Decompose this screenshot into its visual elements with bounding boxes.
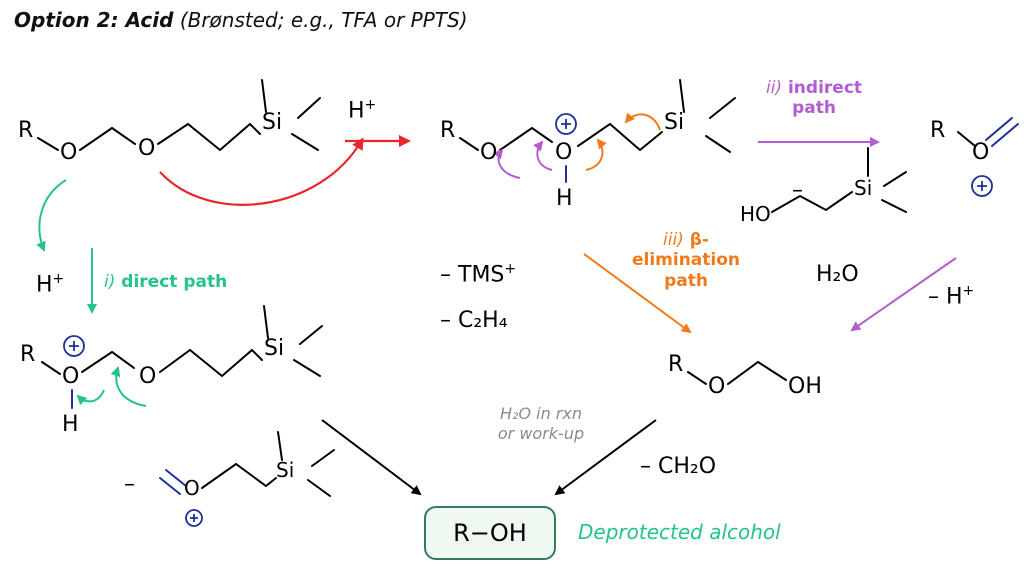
- arrow-beta-elimination: [583, 253, 692, 334]
- reagent-c2h4-dash: –: [440, 308, 451, 333]
- curly-arrow-green-2: [110, 366, 147, 407]
- arrow-protonation: [159, 137, 364, 206]
- reagent-minus-c2h4: – C₂H₄: [440, 310, 508, 332]
- reagent-water: H₂O: [816, 262, 859, 287]
- arrow-hemiacetal-to-product: [554, 419, 657, 496]
- curly-arrow-orange-1: [585, 138, 607, 171]
- atom-si-direct: Si: [264, 336, 285, 361]
- label-water-note-line-2: or work-up: [497, 424, 585, 443]
- label-direct-path: i) direct path: [104, 274, 227, 291]
- reagent-h: H: [348, 98, 365, 124]
- header-title: Option 2: Acid: [14, 8, 174, 32]
- reagent-minus-h-plus: – H+: [928, 284, 974, 308]
- double-bond-oxocarbenium-bottom: [159, 469, 187, 495]
- reagent-c2h4: C₂H₄: [458, 308, 508, 333]
- label-beta-path-word: path: [664, 270, 708, 291]
- label-indirect-path-word: path: [792, 98, 836, 119]
- minus-oxocarbenium-bottom: –: [124, 472, 135, 497]
- label-water-note: H₂O in rxn or work-up: [476, 404, 606, 444]
- curly-arrow-green-1: [76, 389, 105, 406]
- reagent-minus-ch2o: – CH₂O: [640, 454, 717, 479]
- reagent-minus-h-plus-sign: +: [962, 283, 975, 299]
- label-direct-numeral: i): [104, 272, 116, 292]
- atom-o-direct-2: O: [139, 364, 157, 389]
- atom-si-fragment: Si: [854, 176, 873, 200]
- atom-o-direct-1: O: [62, 364, 80, 389]
- atom-o-protonated-1: O: [480, 140, 498, 165]
- reagent-h-plus-direct: H+: [36, 272, 64, 296]
- reagent-tms-dash: –: [440, 262, 451, 288]
- atom-r-direct: R: [20, 342, 36, 367]
- label-beta-numeral: iii): [663, 230, 684, 250]
- header: Option 2: Acid (Brønsted; e.g., TFA or P…: [14, 8, 468, 32]
- atom-ho-fragment: HO: [740, 202, 771, 226]
- label-water-note-line-1: H₂O in rxn: [500, 404, 582, 423]
- double-bond-oxocarbenium-top: [985, 117, 1019, 147]
- label-beta-elimination: iii) β- elimination path: [628, 230, 744, 291]
- bonds-starting-material: [37, 79, 321, 152]
- curly-arrow-purple-2: [533, 140, 553, 171]
- product-caption: Deprotected alcohol: [578, 520, 781, 544]
- label-indirect-path: ii) indirect path: [764, 78, 864, 119]
- reagent-h-direct: H: [36, 272, 53, 298]
- curly-arrow-purple-1: [493, 148, 521, 179]
- atom-o-oxocarbenium-bottom: O: [184, 476, 200, 500]
- arrow-direct-lone-pair: [36, 179, 67, 252]
- bonds-hemiacetal: [687, 360, 787, 385]
- atom-oh-hemiacetal: OH: [788, 374, 822, 399]
- atom-r-oxocarbenium: R: [930, 118, 946, 143]
- atom-si-start: Si: [262, 110, 283, 135]
- atom-h-protonated: H: [556, 186, 573, 211]
- arrow-direct-to-product: [321, 419, 422, 496]
- atom-r-protonated: R: [440, 118, 456, 143]
- reagent-tms: TMS: [458, 262, 505, 288]
- reagent-plus: +: [364, 97, 377, 113]
- arrow-hydrolysis: [850, 257, 957, 332]
- reagent-tms-plus: +: [504, 261, 517, 277]
- atom-r-start: R: [18, 118, 34, 143]
- bonds-direct-path-intermediate: [41, 305, 323, 378]
- atom-o-start-1: O: [60, 140, 78, 165]
- bonds-silyl-ethanol: [771, 147, 907, 213]
- atom-si-oxocarbenium-bottom: Si: [276, 458, 295, 482]
- bonds-protonated-acetal: [459, 79, 736, 153]
- label-direct-word: direct path: [121, 272, 228, 292]
- atom-o-oxocarbenium: O: [972, 140, 990, 165]
- atom-o-hemiacetal: O: [708, 374, 726, 399]
- bonds-oxocarbenium-top: [957, 131, 976, 147]
- reagent-minus-h-dash: –: [928, 284, 939, 310]
- reagent-plus-direct: +: [52, 271, 65, 287]
- atom-h-direct: H: [62, 412, 79, 437]
- curly-arrow-orange-2: [624, 112, 661, 131]
- reagent-minus-h: H: [946, 284, 963, 310]
- atom-si-protonated: Si: [664, 110, 685, 135]
- minus-silyl-ethanol: –: [792, 178, 803, 203]
- product-formula: R−OH: [453, 519, 527, 547]
- atom-r-hemiacetal: R: [668, 352, 684, 377]
- label-indirect-numeral: ii): [765, 78, 783, 98]
- reagent-minus-tms: – TMS+: [440, 262, 516, 286]
- label-elimination-word: elimination: [631, 250, 741, 271]
- atom-o-start-2: O: [138, 136, 156, 161]
- atom-o-protonated-2: O: [555, 140, 573, 165]
- header-subtitle: (Brønsted; e.g., TFA or PPTS): [179, 8, 468, 32]
- label-indirect-word: indirect: [787, 78, 863, 98]
- product-box: R−OH: [424, 506, 556, 560]
- reagent-h-plus-top: H+: [348, 98, 376, 122]
- label-beta-word: β-: [689, 230, 709, 250]
- bonds-oxocarbenium-bottom: [201, 431, 335, 497]
